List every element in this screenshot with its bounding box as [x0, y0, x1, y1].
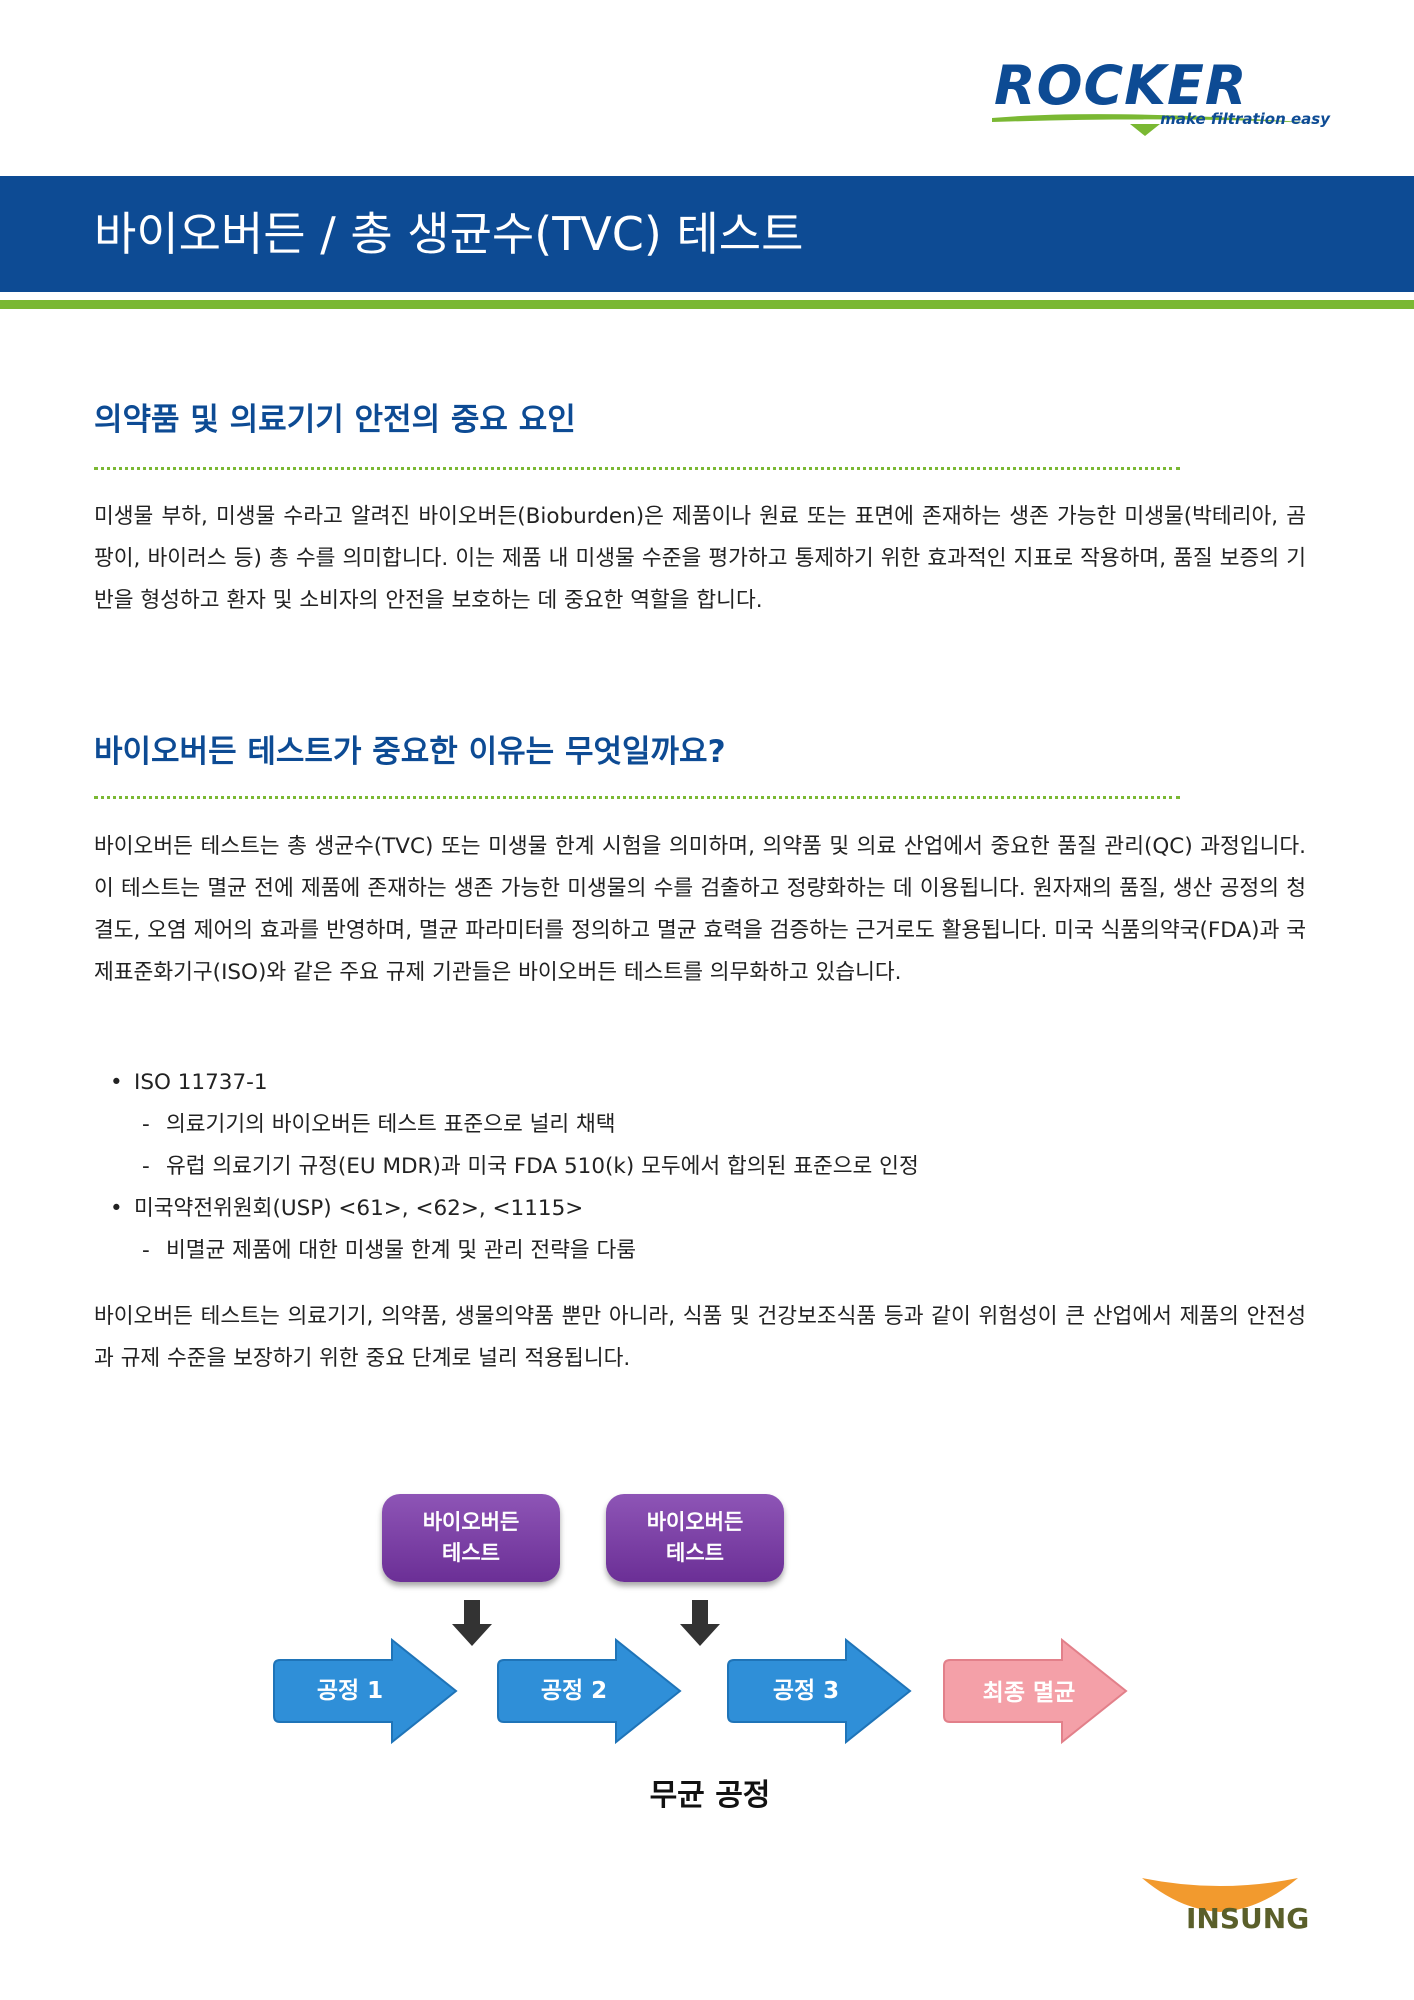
- sub-list-item: 유럽 의료기기 규정(EU MDR)과 미국 FDA 510(k) 모두에서 합…: [94, 1146, 1294, 1188]
- section2-heading: 바이오버든 테스트가 중요한 이유는 무엇일까요?: [94, 734, 726, 770]
- sub-list-item: 비멸균 제품에 대한 미생물 한계 및 관리 전략을 다룸: [94, 1230, 1294, 1272]
- list-item: ISO 11737-1: [94, 1062, 1294, 1104]
- down-arrow-icon: [680, 1600, 720, 1646]
- step-arrow-2: [497, 1637, 682, 1745]
- step-label-3: 공정 3: [772, 1678, 840, 1704]
- rocker-logo-word: ROCKER: [994, 54, 1248, 117]
- section1-body: 미생물 부하, 미생물 수라고 알려진 바이오버든(Bioburden)은 제품…: [94, 504, 1306, 613]
- step-arrow-3: [727, 1637, 912, 1745]
- section2-closing: 바이오버든 테스트는 의료기기, 의약품, 생물의약품 뿐만 아니라, 식품 및…: [94, 1304, 1306, 1371]
- page-title: 바이오버든 / 총 생균수(TVC) 테스트: [94, 207, 804, 261]
- rocker-logo: ROCKER make filtration easy: [990, 56, 1350, 136]
- test-box-line2: 테스트: [442, 1541, 500, 1565]
- logo-tagline: make filtration easy: [1160, 110, 1330, 128]
- final-step-label: 최종 멸균: [982, 1680, 1076, 1706]
- insung-logo-swoosh-icon: [1142, 1878, 1298, 1912]
- list-item: 미국약전위원회(USP) <61>, <62>, <1115>: [94, 1188, 1294, 1230]
- aseptic-process-diagram: 바이오버든 테스트 바이오버든 테스트 공정 1 공정 2 공정 3 최종 멸균…: [260, 1488, 1160, 1828]
- bioburden-test-box-2: 바이오버든 테스트: [606, 1494, 784, 1582]
- step-label-2: 공정 2: [540, 1678, 608, 1704]
- insung-logo: INSUNG: [1140, 1876, 1309, 1956]
- sub-list-item: 의료기기의 바이오버든 테스트 표준으로 널리 채택: [94, 1104, 1294, 1146]
- title-banner: 바이오버든 / 총 생균수(TVC) 테스트: [0, 176, 1414, 292]
- bioburden-test-box-1: 바이오버든 테스트: [382, 1494, 560, 1582]
- section1-heading: 의약품 및 의료기기 안전의 중요 요인: [94, 402, 576, 438]
- step-arrow-1: [273, 1637, 458, 1745]
- test-box-line1: 바이오버든: [646, 1510, 744, 1534]
- section2-body: 바이오버든 테스트는 총 생균수(TVC) 또는 미생물 한계 시험을 의미하며…: [94, 834, 1306, 985]
- down-arrow-icon: [452, 1600, 492, 1646]
- test-box-line2: 테스트: [666, 1541, 724, 1565]
- test-box-line1: 바이오버든: [422, 1510, 520, 1534]
- section1-divider: [94, 467, 1180, 470]
- step-label-1: 공정 1: [316, 1678, 384, 1704]
- final-sterilization-arrow: [943, 1637, 1128, 1745]
- standards-list: ISO 11737-1 의료기기의 바이오버든 테스트 표준으로 널리 채택 유…: [94, 1062, 1294, 1272]
- insung-logo-word: INSUNG: [1186, 1902, 1310, 1935]
- section2-divider: [94, 796, 1180, 799]
- banner-accent-line: [0, 300, 1414, 309]
- logo-swoosh-icon: [992, 114, 1330, 136]
- diagram-caption: 무균 공정: [649, 1778, 771, 1813]
